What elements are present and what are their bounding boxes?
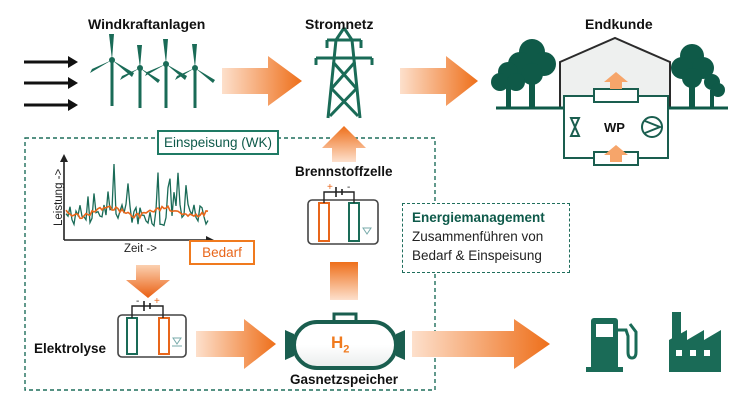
grid-label: Stromnetz	[305, 16, 374, 32]
minus-sign: -	[136, 296, 139, 307]
arrow-right-icon	[412, 319, 550, 369]
wind-arrows-icon	[24, 56, 78, 111]
arrow-up-icon	[322, 126, 366, 162]
heat-arrow-icon	[604, 145, 628, 162]
arrow-down-icon	[126, 265, 170, 298]
energy-management-box: Energiemanagement Zusammenführen von Bed…	[402, 203, 570, 273]
h2-subscript: 2	[343, 343, 350, 356]
factory-icon	[669, 312, 721, 372]
electrolyzer-icon	[117, 301, 187, 358]
fuel-cell-icon	[307, 187, 379, 245]
wind-label: Windkraftanlagen	[88, 16, 206, 32]
arrow-up-icon	[330, 262, 358, 300]
energy-management-line1: Zusammenführen von	[412, 229, 544, 244]
energy-management-line2: Bedarf & Einspeisung	[412, 248, 542, 263]
demand-label-box: Bedarf	[189, 240, 255, 265]
h2-label: H2	[331, 333, 349, 355]
plus-sign: +	[327, 182, 333, 193]
arrow-right-icon	[222, 56, 302, 106]
heat-pump-label: WP	[604, 120, 625, 135]
electrolysis-label: Elektrolyse	[34, 341, 107, 356]
customer-label: Endkunde	[585, 16, 653, 32]
power-chart	[60, 154, 214, 244]
tree-icon	[491, 39, 725, 108]
wind-turbine-icon	[90, 34, 215, 108]
transmission-tower-icon	[314, 27, 374, 119]
feed-in-series	[65, 163, 209, 228]
fuel-cell-label: Brennstoffzelle	[295, 164, 393, 179]
demand-series	[65, 204, 209, 220]
feed-in-label-box: Einspeisung (WK)	[157, 130, 279, 155]
gas-storage-label: Gasnetzspeicher	[290, 372, 399, 387]
arrow-right-icon	[196, 319, 276, 369]
x-axis-label: Zeit ->	[124, 243, 157, 255]
y-axis-label: Leistung ->	[53, 168, 65, 226]
arrow-right-icon	[400, 56, 478, 106]
plus-sign: +	[154, 296, 160, 307]
energy-management-title: Energiemanagement	[412, 210, 545, 225]
gas-tank-icon	[285, 312, 405, 370]
fuel-pump-icon	[586, 318, 638, 372]
h2-symbol: H	[331, 333, 344, 352]
heat-arrow-icon	[604, 72, 628, 89]
minus-sign: -	[347, 182, 350, 193]
